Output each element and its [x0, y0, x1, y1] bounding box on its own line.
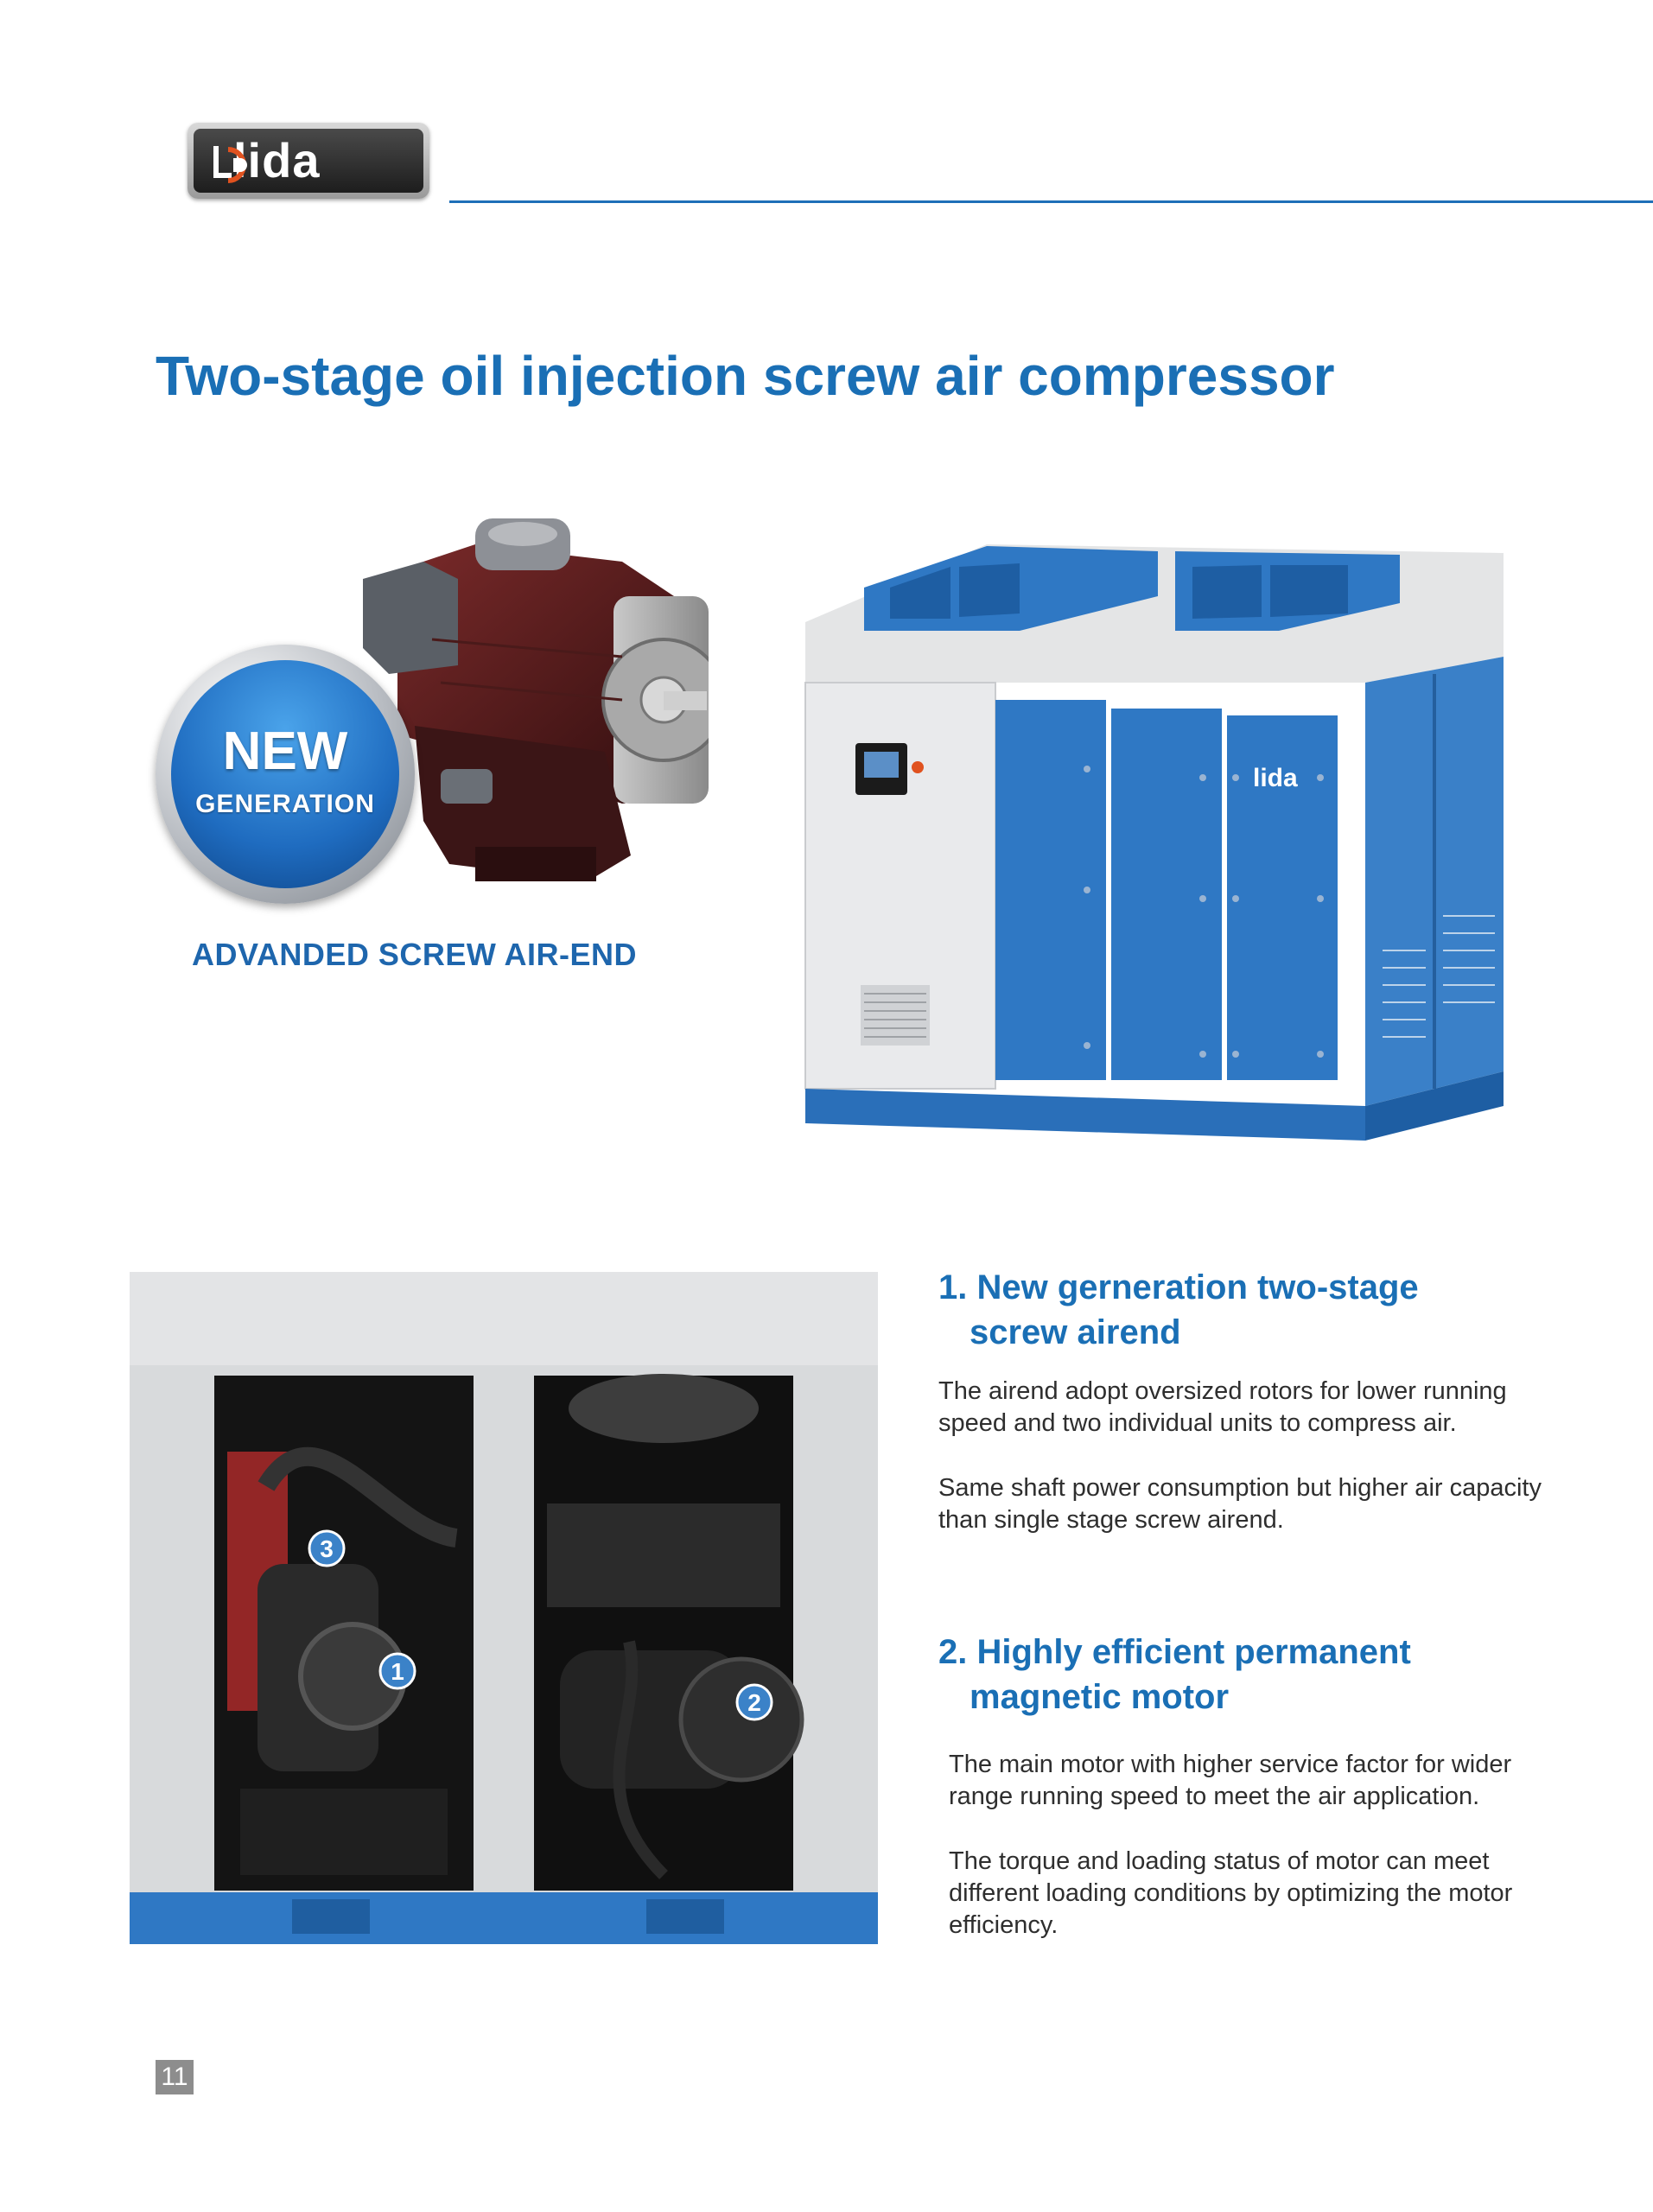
- feature-2-paragraph-2: The torque and loading status of motor c…: [949, 1847, 1513, 1939]
- screw-airend-image: [363, 518, 709, 881]
- brand-logo: lida: [188, 123, 429, 199]
- feature-2-paragraph-1: The main motor with higher service facto…: [949, 1751, 1512, 1810]
- feature-2-title: 2. Highly efficient permanent magnetic m…: [938, 1630, 1411, 1719]
- callout-1: 1: [378, 1652, 416, 1690]
- feature-1-title: 1. New gerneration two-stage screw airen…: [938, 1265, 1419, 1355]
- lida-logo-icon: [213, 146, 247, 183]
- cabinet-brand-label: lida: [1253, 764, 1298, 792]
- new-generation-badge: NEW GENERATION: [156, 645, 415, 904]
- page-number: 11: [156, 2060, 194, 2094]
- feature-2-title-line1: 2. Highly efficient permanent: [938, 1633, 1411, 1671]
- badge-new-label: NEW: [222, 721, 348, 781]
- airend-caption: ADVANDED SCREW AIR-END: [192, 937, 637, 972]
- feature-1-title-line1: 1. New gerneration two-stage: [938, 1268, 1419, 1306]
- callout-2: 2: [735, 1683, 773, 1721]
- header-rule: [449, 200, 1653, 203]
- svg-text:1: 1: [391, 1658, 404, 1685]
- feature-1-title-line2: screw airend: [970, 1313, 1181, 1351]
- callout-3: 3: [308, 1529, 346, 1567]
- compressor-unit-image: lida: [804, 544, 1504, 1141]
- svg-text:3: 3: [320, 1535, 334, 1562]
- compressor-interior-image: 3 1 2: [130, 1272, 878, 1944]
- brand-wordmark: lida: [233, 133, 321, 188]
- page-title: Two-stage oil injection screw air compre…: [156, 345, 1335, 407]
- svg-text:2: 2: [747, 1689, 761, 1716]
- feature-1-paragraph-2: Same shaft power consumption but higher …: [938, 1474, 1542, 1534]
- badge-generation-label: GENERATION: [195, 790, 375, 818]
- feature-2-title-line2: magnetic motor: [970, 1678, 1230, 1716]
- feature-1-paragraph-1: The airend adopt oversized rotors for lo…: [938, 1377, 1507, 1437]
